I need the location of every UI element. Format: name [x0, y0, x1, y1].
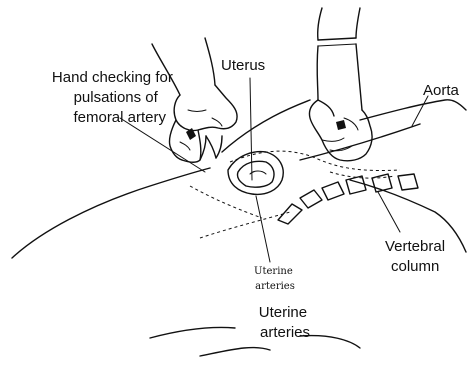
label-uterine-arteries-small: Uterine arteries — [254, 266, 296, 292]
label-hand-line-1: Hand checking for — [52, 69, 173, 86]
aorta-line — [300, 124, 420, 160]
leader-hand — [120, 118, 205, 172]
vertebral-column — [278, 174, 418, 224]
label-aorta: Aorta — [423, 82, 460, 99]
label-hand-line-2: pulsations of — [74, 89, 159, 106]
label-hand-checking: Hand checking for pulsations of femoral … — [52, 69, 177, 126]
label-vertebral-line-1: Vertebral — [385, 238, 445, 255]
lower-body-edge — [150, 327, 235, 338]
body-outline — [12, 168, 210, 258]
leader-vertebral — [378, 192, 400, 232]
label-uterus: Uterus — [221, 57, 265, 74]
right-hand-fist — [309, 8, 372, 161]
bottom-wave — [200, 348, 270, 356]
label-uterine-arteries: Uterine arteries — [259, 304, 312, 341]
label-vertebral-line-2: column — [391, 258, 439, 275]
label-hand-line-3: femoral artery — [73, 109, 166, 126]
abdomen-upper-contour — [222, 100, 310, 152]
abdomen-right-contour — [360, 100, 466, 120]
artery-dotted-lower — [200, 212, 290, 238]
label-uterine-small-line-1: Uterine — [254, 266, 293, 277]
leader-uterine-arteries — [256, 196, 270, 262]
label-vertebral-column: Vertebral column — [385, 238, 449, 275]
label-uterine-main-line-1: Uterine — [259, 304, 307, 321]
leader-aorta — [412, 96, 428, 126]
artery-dotted-left — [190, 186, 262, 218]
uterus-shape — [228, 152, 283, 195]
label-uterine-small-line-2: arteries — [255, 281, 295, 292]
label-uterine-main-line-2: arteries — [260, 324, 310, 341]
